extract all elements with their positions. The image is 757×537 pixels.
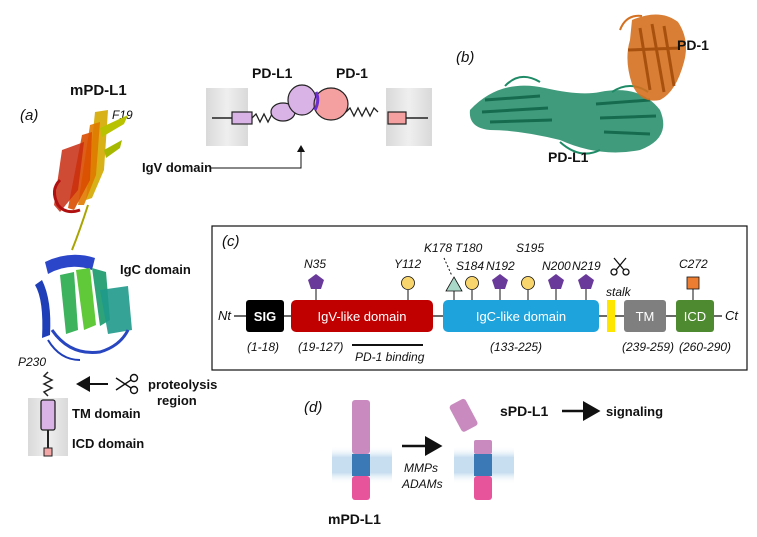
panel-b-label: (b) <box>456 49 474 66</box>
adams-label: ADAMs <box>401 477 443 491</box>
phospho-y112-icon <box>401 276 415 290</box>
inset-pd1-igv <box>313 87 349 121</box>
nt-label: Nt <box>218 308 232 323</box>
panel-a-label: (a) <box>20 107 38 124</box>
mmps-label: MMPs <box>404 461 438 475</box>
panel-c-label: (c) <box>222 233 240 250</box>
stalk-box <box>607 300 615 332</box>
stub-icd <box>474 476 492 500</box>
pd1-ribbon-structure <box>619 14 686 101</box>
range-tm: (239-259) <box>622 340 674 354</box>
ct-label: Ct <box>725 308 739 323</box>
icd-label-c: ICD <box>684 309 706 324</box>
range-sig: (1-18) <box>247 340 279 354</box>
range-igv: (19-127) <box>298 340 343 354</box>
pdl1-ribbon-structure <box>469 75 664 155</box>
stub-tm <box>474 454 492 476</box>
scissors-icon <box>115 373 139 395</box>
site-y112: Y112 <box>394 257 421 271</box>
icd-box-c <box>676 300 714 332</box>
glycan-n219-icon <box>578 274 594 289</box>
tm-domain-label: TM domain <box>72 406 141 421</box>
panel-d: (d) MMPs ADAMs sPD-L1 signaling mPD-L1 <box>304 398 663 527</box>
site-n200: N200 <box>542 259 571 273</box>
spdl1-label: sPD-L1 <box>500 403 548 419</box>
site-markers <box>308 257 700 300</box>
range-pd1-binding: PD-1 binding <box>355 350 425 364</box>
icd-end <box>43 447 53 457</box>
igc-label: IgC-like domain <box>476 309 566 324</box>
range-igc: (133-225) <box>490 340 542 354</box>
panel-a: (a) mPD-L1 F19 IgC domain P230 <box>18 82 217 457</box>
site-k178: K178 <box>424 241 452 255</box>
mpdl1-title: mPD-L1 <box>70 82 127 99</box>
stub-ecto <box>474 440 492 454</box>
phospho-t180-icon <box>465 276 479 290</box>
igc-box <box>443 300 599 332</box>
tm-box <box>40 399 56 431</box>
inset-binding-interface <box>313 91 320 111</box>
inset-schematic: PD-L1 PD-1 IgV domain <box>142 65 432 175</box>
sig-box <box>246 300 284 332</box>
tm-box-c <box>624 300 666 332</box>
tm-label-c: TM <box>636 309 655 324</box>
site-n219: N219 <box>572 259 601 273</box>
proteolysis-label: proteolysis <box>148 377 217 392</box>
region-label: region <box>157 393 197 408</box>
glycan-n200-icon <box>548 274 564 289</box>
sig-label: SIG <box>254 309 276 324</box>
icd-domain-label: ICD domain <box>72 436 144 451</box>
mpdl1-icd <box>352 476 370 500</box>
inset-pd1-tm <box>387 111 407 125</box>
igv-box <box>291 300 433 332</box>
panel-d-label: (d) <box>304 399 322 416</box>
site-s184: S184 <box>456 259 484 273</box>
site-t180: T180 <box>455 241 483 255</box>
inset-pdl1-tm <box>231 111 253 125</box>
igv-domain-label: IgV domain <box>142 160 212 175</box>
palmitoyl-c272-icon <box>686 276 700 290</box>
stalk-label: stalk <box>606 285 632 299</box>
panel-b: (b) PD-1 PD-L1 <box>456 14 709 165</box>
range-icd: (260-290) <box>679 340 731 354</box>
residue-p230: P230 <box>18 355 46 369</box>
stalk-zigzag <box>42 371 54 397</box>
signaling-label: signaling <box>606 404 663 419</box>
inset-pdl1-label: PD-L1 <box>252 65 293 81</box>
mpdl1-tm <box>352 454 370 476</box>
site-n35: N35 <box>304 257 326 271</box>
panel-c-frame <box>211 225 748 371</box>
panel-b-pd1-label: PD-1 <box>677 37 709 53</box>
site-n192: N192 <box>486 259 515 273</box>
phospho-s195-icon <box>521 276 535 290</box>
triangle-k178-icon <box>445 276 463 292</box>
glycan-n192-icon <box>492 274 508 289</box>
inset-pd1-label: PD-1 <box>336 65 368 81</box>
igc-ribbon-structure <box>35 254 132 361</box>
inset-pdl1-igv <box>287 84 317 116</box>
panel-b-pdl1-label: PD-L1 <box>548 149 589 165</box>
glycan-n35-icon <box>308 274 324 289</box>
spdl1-fragment <box>449 398 478 432</box>
scissors-icon-c <box>610 257 630 276</box>
residue-f19: F19 <box>112 108 133 122</box>
igc-domain-label: IgC domain <box>120 262 191 277</box>
igv-ribbon-structure <box>53 110 128 251</box>
mpdl1-bottom-label: mPD-L1 <box>328 511 381 527</box>
site-c272: C272 <box>679 257 708 271</box>
mpdl1-ecto <box>352 400 370 454</box>
igv-pointer-arrow <box>210 145 305 169</box>
panel-c: (c) Nt Ct SIG IgV-like domain IgC-like d… <box>211 225 748 371</box>
igv-label: IgV-like domain <box>318 309 407 324</box>
site-s195: S195 <box>516 241 544 255</box>
